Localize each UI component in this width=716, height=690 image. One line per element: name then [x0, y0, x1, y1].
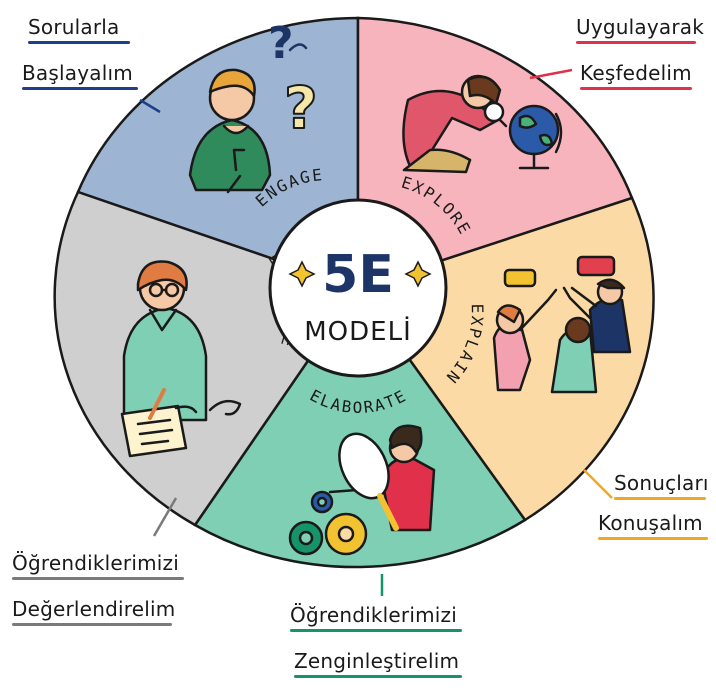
explore-illustration: [402, 74, 563, 174]
caption-explore: Uygulayarak: [576, 14, 704, 44]
sparkle-left-icon: [288, 260, 316, 288]
caption-explore-line2: Keşfedelim: [580, 61, 692, 85]
caption-elaborate-2: Zenginleştirelim: [294, 648, 462, 678]
caption-elaborate-underline1: [290, 629, 462, 632]
svg-text:?: ?: [268, 18, 294, 69]
caption-elaborate: Öğrendiklerimizi: [290, 602, 462, 632]
caption-evaluate-line1: Öğrendiklerimizi: [12, 551, 179, 575]
caption-explain-underline1: [614, 497, 706, 500]
evaluate-illustration: [120, 260, 242, 458]
leader-line-evaluate: [152, 497, 178, 537]
caption-evaluate-line2: Değerlendirelim: [12, 597, 176, 621]
caption-explain-line2: Konuşalım: [598, 511, 703, 535]
caption-explain-line1: Sonuçları: [614, 471, 709, 495]
caption-explore-2: Keşfedelim: [580, 60, 692, 90]
engage-illustration: ? ?: [188, 18, 319, 194]
caption-engage-line2: Başlayalım: [22, 61, 133, 85]
caption-engage-underline2: [22, 87, 138, 90]
caption-explain: Sonuçları: [614, 470, 709, 500]
leader-line-explore: [529, 68, 573, 80]
leader-line-explain: [583, 469, 613, 499]
sparkle-right-icon: [404, 260, 432, 288]
caption-evaluate-2: Değerlendirelim: [12, 596, 175, 626]
center-subtitle: MODELİ: [304, 315, 412, 347]
caption-engage: Sorularla: [28, 14, 130, 44]
caption-explain-2: Konuşalım: [598, 510, 708, 540]
caption-explore-underline1: [576, 41, 696, 44]
caption-engage-2: Başlayalım: [22, 60, 138, 90]
center-title: 5E: [322, 245, 394, 305]
caption-engage-underline1: [28, 41, 130, 44]
caption-explore-underline2: [580, 87, 692, 90]
svg-text:?: ?: [284, 74, 318, 142]
caption-elaborate-line1: Öğrendiklerimizi: [290, 603, 457, 627]
caption-explain-underline2: [598, 537, 708, 540]
elaborate-illustration: [288, 424, 436, 556]
caption-elaborate-line2: Zenginleştirelim: [294, 649, 460, 673]
segment-elaborate: [193, 285, 527, 569]
caption-evaluate: Öğrendiklerimizi: [12, 550, 184, 580]
caption-evaluate-underline1: [12, 577, 184, 580]
caption-evaluate-underline2: [12, 623, 172, 626]
caption-engage-line1: Sorularla: [28, 15, 120, 39]
caption-explore-line1: Uygulayarak: [576, 15, 705, 39]
caption-elaborate-underline2: [294, 675, 462, 678]
center-circle: [268, 198, 448, 378]
leader-line-engage: [139, 98, 161, 114]
explain-illustration: [492, 255, 632, 394]
